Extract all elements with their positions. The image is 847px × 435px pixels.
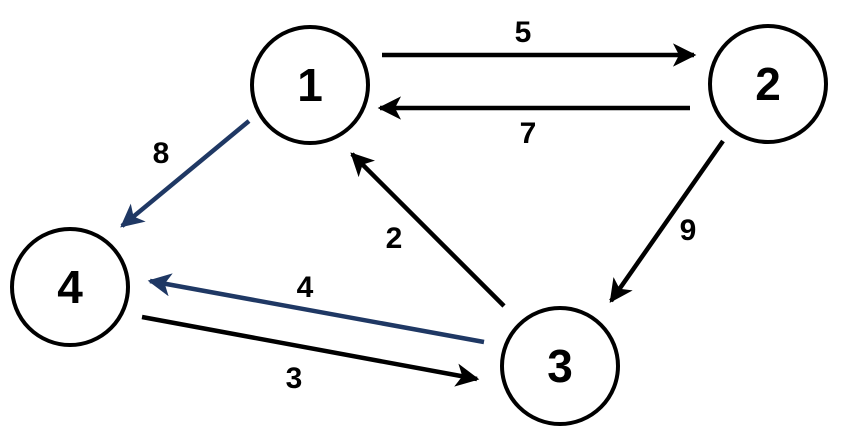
node-circle-1 [250, 25, 370, 145]
node-circle-3 [500, 306, 620, 426]
edge-weight-3-to-4: 4 [297, 271, 314, 304]
edge-4-to-3 [141, 314, 480, 387]
edge-weight-3-to-1: 2 [386, 222, 403, 255]
node-label-3: 3 [547, 340, 573, 392]
edge-3-to-1 [350, 152, 506, 308]
node-1: 1 [250, 25, 370, 145]
edge-weight-2-to-1: 7 [520, 117, 537, 150]
edge-3-to-4 [147, 273, 485, 345]
edge-weight-2-to-3: 9 [680, 214, 697, 247]
node-4: 4 [10, 227, 130, 347]
edge-weight-4-to-3: 3 [286, 362, 303, 395]
node-3: 3 [500, 306, 620, 426]
node-label-1: 1 [297, 59, 323, 111]
edge-weight-1-to-4: 8 [153, 137, 170, 170]
edge-weight-1-to-2: 5 [515, 16, 532, 49]
node-label-2: 2 [755, 58, 781, 110]
node-2: 2 [708, 24, 828, 144]
node-label-4: 4 [57, 261, 83, 313]
edge-2-to-3 [609, 139, 725, 303]
edge-1-to-4 [120, 119, 251, 228]
node-circle-4 [10, 227, 130, 347]
node-circle-2 [708, 24, 828, 144]
